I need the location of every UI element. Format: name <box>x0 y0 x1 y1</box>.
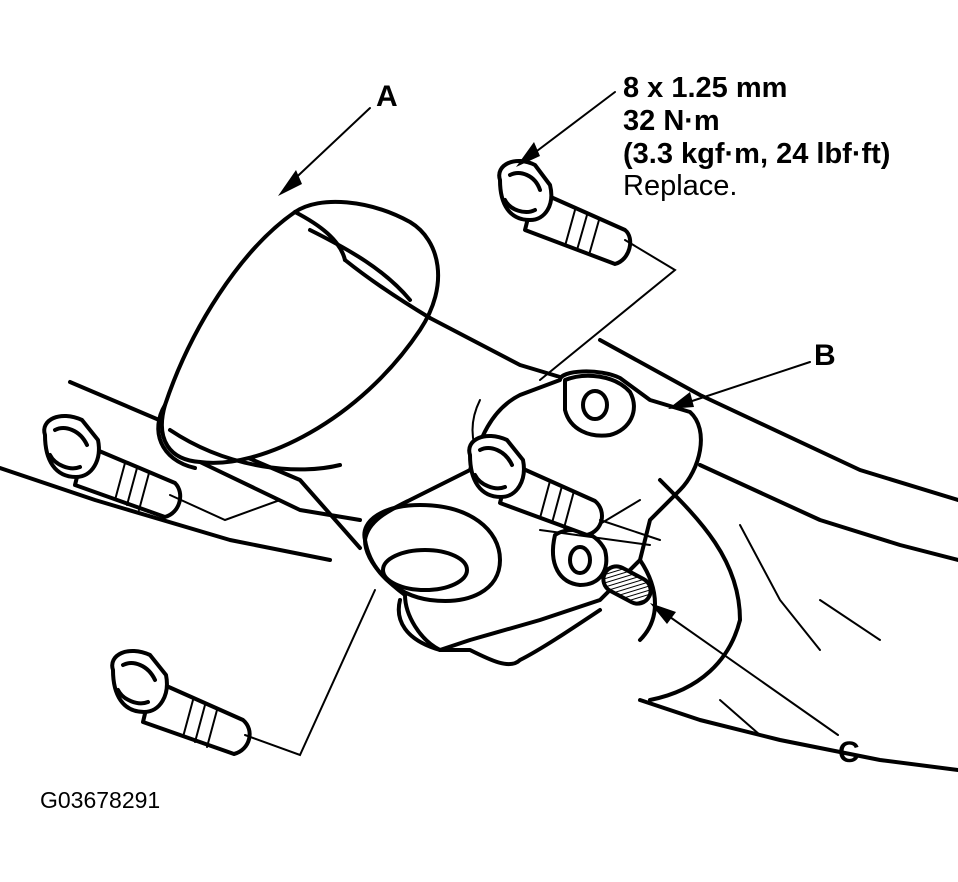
bolt-bottom <box>110 649 252 756</box>
pipe-a <box>156 199 572 522</box>
label-a: A <box>376 80 398 113</box>
bolt-top <box>497 159 633 266</box>
label-c: C <box>838 736 860 769</box>
figure-code: G03678291 <box>40 787 160 813</box>
flange-b <box>362 369 742 702</box>
bolt-left <box>42 414 183 519</box>
bolt-spec-callout: 8 x 1.25 mm 32 N·m (3.3 kgf·m, 24 lbf·ft… <box>623 72 890 202</box>
label-arrows <box>278 91 839 736</box>
bolt-middle <box>467 434 604 537</box>
spec-size: 8 x 1.25 mm <box>623 72 787 104</box>
bolt-leader-lines <box>169 239 677 757</box>
spec-torque-alt: (3.3 kgf·m, 24 lbf·ft) <box>623 138 890 170</box>
label-b: B <box>814 339 836 372</box>
pin-c <box>601 564 653 606</box>
rear-pipe <box>0 338 958 772</box>
spec-torque: 32 N·m <box>623 105 720 137</box>
spec-note: Replace. <box>623 170 737 202</box>
